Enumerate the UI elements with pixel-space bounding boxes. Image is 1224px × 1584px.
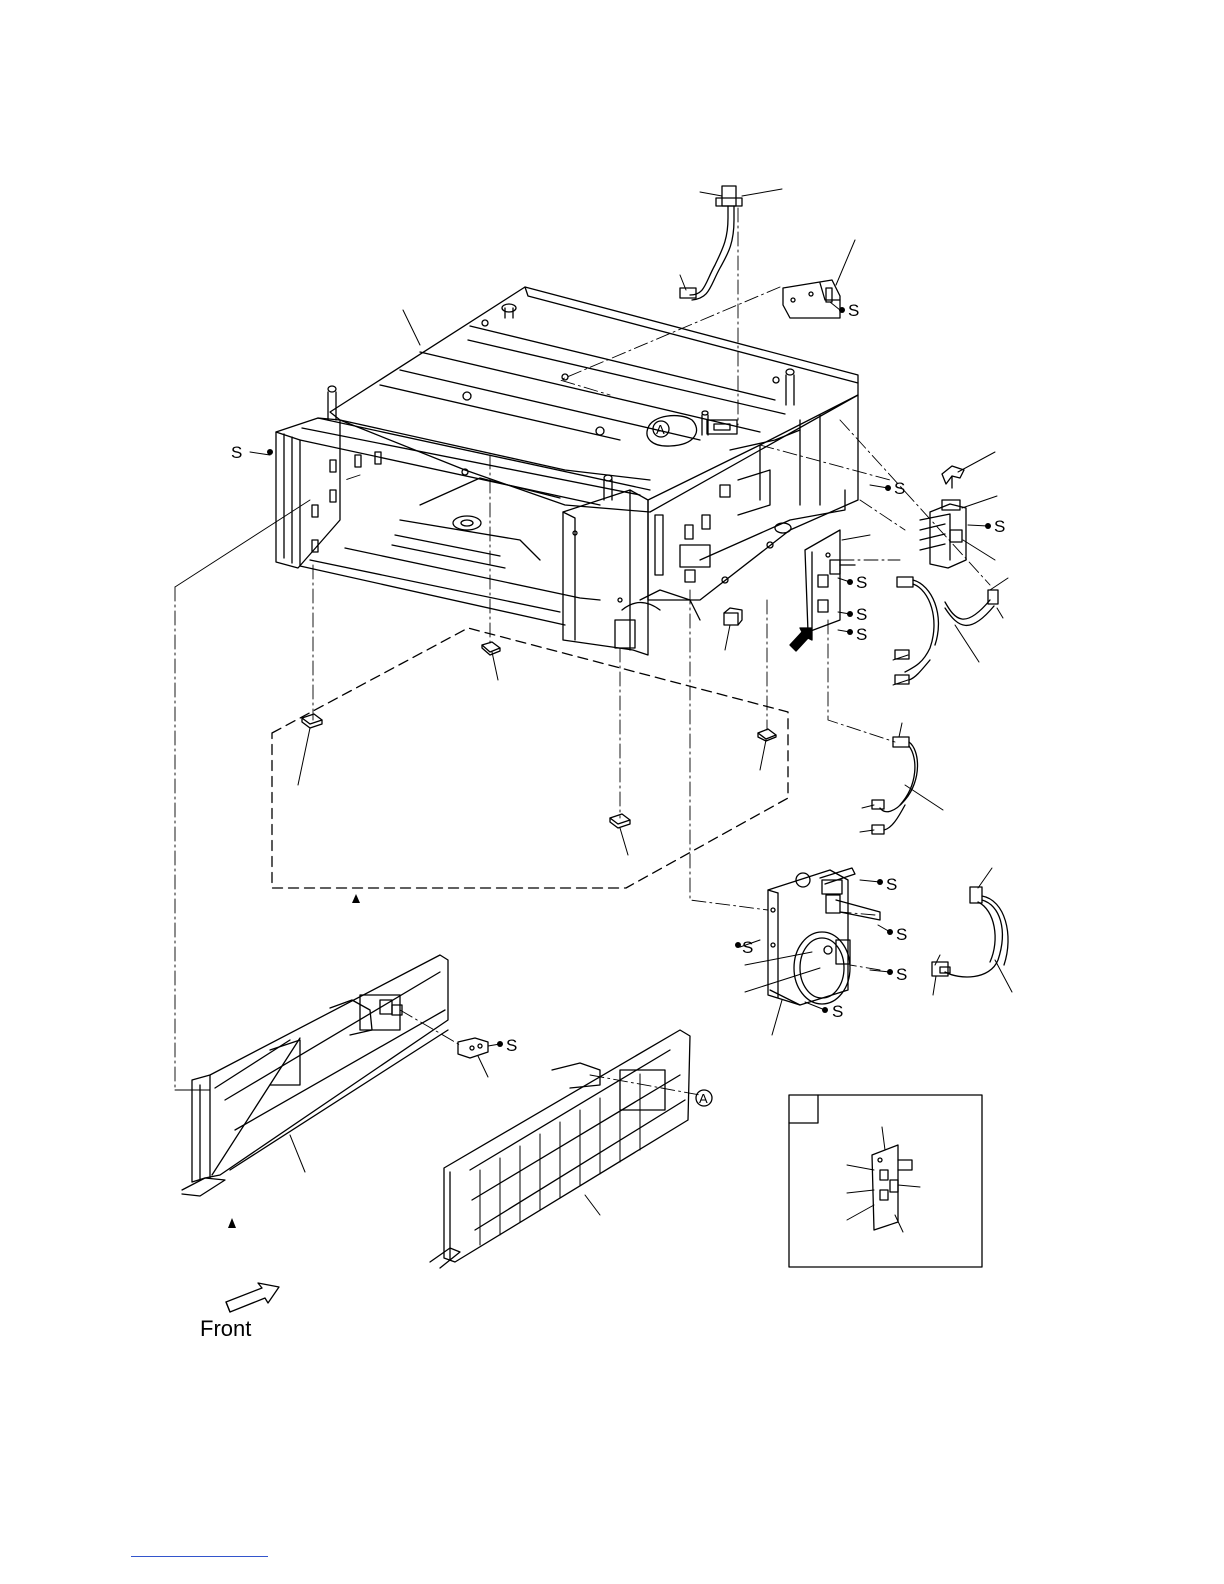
- interconnect-harness: [872, 737, 918, 834]
- sensor-harness: [895, 577, 998, 684]
- screw-labels: S S S S S S S S S S S S S: [231, 301, 1005, 1055]
- drive-assembly: [768, 868, 880, 1005]
- triangle-marker: [352, 894, 360, 903]
- screw-label: S: [832, 1002, 843, 1021]
- screw-label: S: [896, 965, 907, 984]
- triangle-marker: [228, 1218, 236, 1228]
- screw-label: S: [848, 301, 859, 320]
- detail-inset: [789, 1095, 982, 1267]
- screw-label: S: [856, 573, 867, 592]
- ref-marker-a-lower: A: [699, 1091, 708, 1106]
- sensor-holder: [920, 500, 966, 568]
- connection-lines: [175, 208, 990, 1095]
- top-harness-connector: [680, 186, 742, 300]
- top-bracket: [783, 280, 840, 318]
- leader-lines: [250, 189, 1012, 1232]
- callout-bubble-a: A: [647, 416, 697, 446]
- screw-label: S: [886, 875, 897, 894]
- screw-label: S: [742, 938, 753, 957]
- front-direction-arrow: [226, 1283, 279, 1312]
- screw-label: S: [894, 479, 905, 498]
- rail-clip: [458, 1038, 488, 1058]
- view-direction-arrow: [790, 628, 812, 651]
- locating-pin: [786, 369, 794, 405]
- small-clip: [724, 608, 742, 625]
- foot-pad: [758, 729, 776, 741]
- foot-pad: [302, 714, 322, 728]
- locating-pin: [328, 386, 336, 420]
- sensor-actuator: [942, 466, 964, 488]
- screw-label: S: [231, 443, 242, 462]
- foot-pad: [482, 642, 500, 655]
- ref-marker-a: A: [656, 422, 665, 437]
- screw-label: S: [896, 925, 907, 944]
- left-side-rail: [182, 955, 448, 1196]
- screw-label: S: [506, 1036, 517, 1055]
- screw-label: S: [856, 625, 867, 644]
- main-frame-assembly: A: [276, 287, 858, 655]
- screw-label: S: [856, 605, 867, 624]
- screw-label: S: [994, 517, 1005, 536]
- footer-rule: [131, 1556, 268, 1557]
- locating-pin: [502, 304, 516, 318]
- top-sensor-mount: [707, 420, 737, 434]
- front-label: Front: [200, 1316, 251, 1341]
- base-outline-dashed: [272, 628, 788, 888]
- rear-cover: [430, 1030, 712, 1268]
